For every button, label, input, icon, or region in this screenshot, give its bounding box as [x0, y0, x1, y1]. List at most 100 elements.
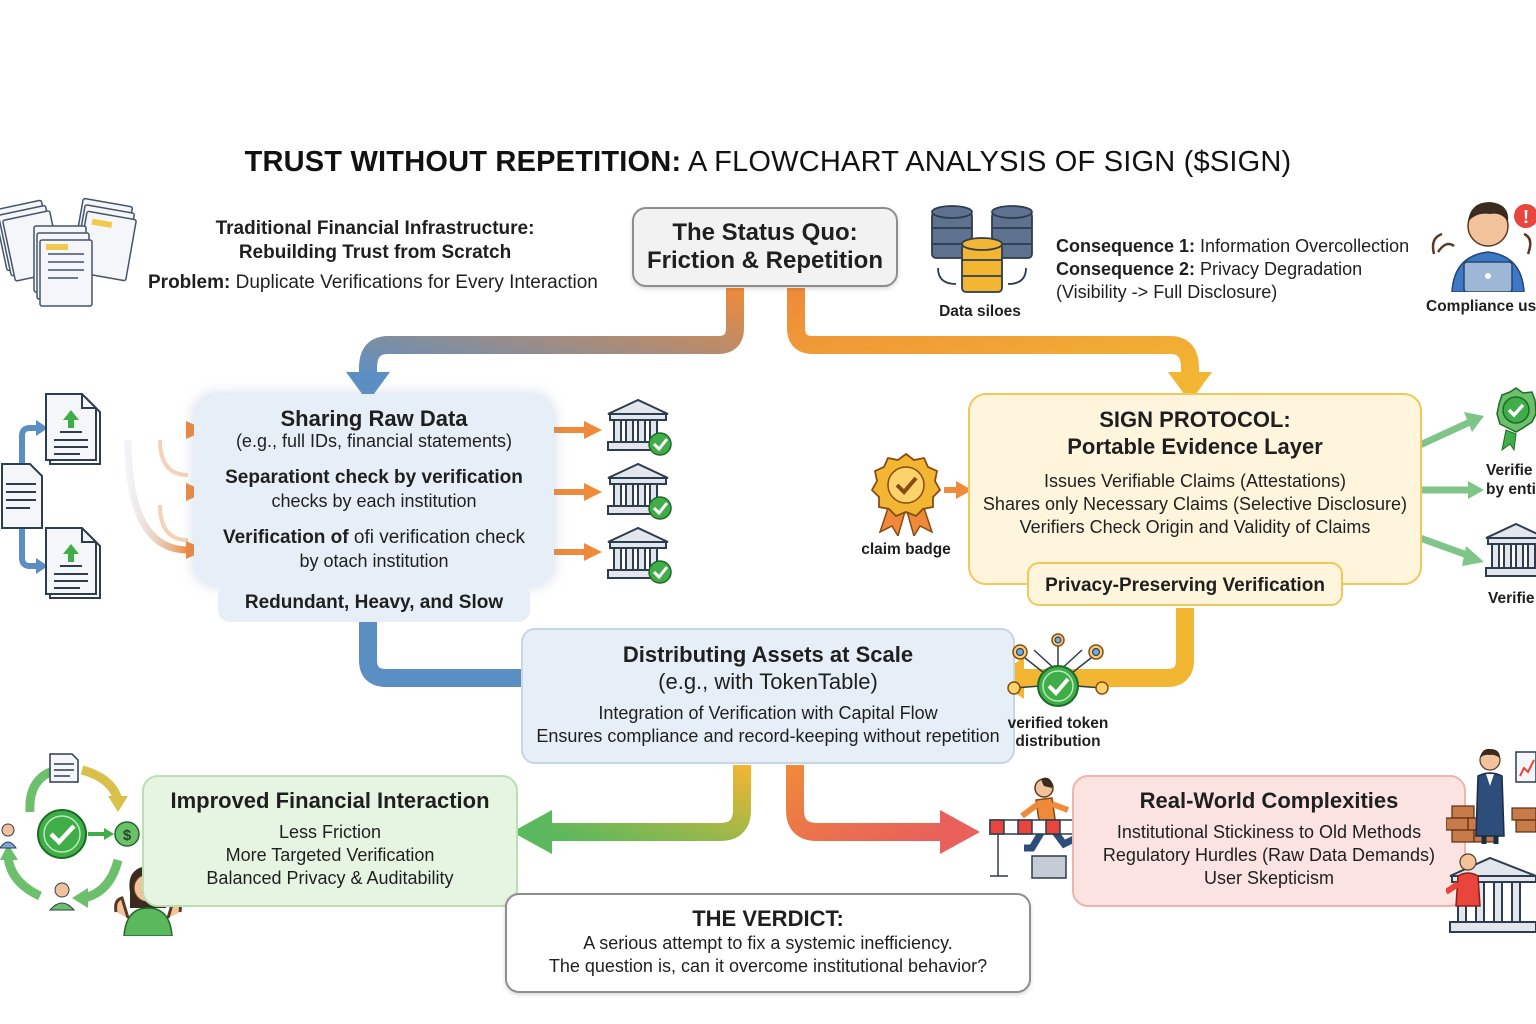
raw-data-item2-line2: by otach institution: [299, 551, 449, 571]
arrow-to-realworld: [786, 765, 944, 841]
sign-protocol-content: SIGN PROTOCOL: Portable Evidence Layer I…: [968, 406, 1422, 539]
status-quo-line2: Friction & Repetition: [647, 247, 883, 274]
problem-text: Duplicate Verifications for Every Intera…: [230, 272, 598, 293]
token-network-icon: [1007, 633, 1109, 707]
sign-protocol-title2: Portable Evidence Layer: [1067, 434, 1323, 459]
raw-data-item2-c: verification check: [373, 527, 525, 548]
real-world-line3: User Skepticism: [1203, 868, 1335, 888]
arrow-head-realworld: [940, 810, 980, 854]
problem-label: Problem:: [148, 272, 231, 293]
institution-people-icon: [1446, 748, 1536, 933]
cycle-icon: $: [0, 753, 140, 911]
arrow-sign-to-distributing: [1020, 608, 1194, 687]
real-world-content: Real-World Complexities Institutional St…: [1072, 787, 1466, 890]
bank-icon-right-edge: [1485, 522, 1536, 577]
improved-line3: Balanced Privacy & Auditability: [206, 868, 454, 888]
consequence-1-label: Consequence 1:: [1056, 236, 1196, 256]
traditional-line1: Traditional Financial Infrastructure:: [215, 218, 535, 239]
consequences-block: Consequence 1: Information Overcollectio…: [1056, 235, 1436, 304]
verifier-label-2: Verifie: [1488, 590, 1535, 607]
sign-protocol-footer: Privacy-Preserving Verification: [1027, 562, 1343, 606]
hurdle-runner-icon: [989, 777, 1096, 879]
bank-verified-icon-2: [607, 462, 672, 520]
improved-line2: More Targeted Verification: [225, 845, 435, 865]
distributing-box: [521, 628, 1015, 764]
real-world-title: Real-World Complexities: [1139, 788, 1399, 813]
token-distribution-line2: distribution: [1015, 733, 1101, 750]
raw-data-box: [194, 394, 554, 586]
arrow-head-improved: [512, 810, 552, 854]
distributing-subtitle: (e.g., with TokenTable): [658, 669, 878, 694]
traditional-line2: Rebuilding Trust from Scratch: [238, 242, 512, 263]
arrow-head-sign: [1168, 372, 1212, 402]
token-distribution-label: verified token distribution: [996, 715, 1120, 751]
token-distribution-line1: verified token: [1007, 715, 1109, 732]
consequence-1: Consequence 1: Information Overcollectio…: [1056, 235, 1436, 258]
verdict-line1: A serious attempt to fix a systemic inef…: [583, 933, 953, 953]
real-world-line2: Regulatory Hurdles (Raw Data Demands): [1102, 845, 1436, 865]
raw-data-item1-line2: checks by each institution: [271, 491, 477, 511]
verifier-label-1: Verifie by enti: [1486, 461, 1536, 499]
stressed-user-icon: !: [1431, 202, 1536, 292]
data-siloes-label: Data siloes: [939, 303, 1021, 320]
raw-data-subtitle: (e.g., full IDs, financial statements): [235, 431, 513, 451]
improved-content: Improved Financial Interaction Less Fric…: [142, 787, 518, 890]
verdict-title: THE VERDICT:: [692, 906, 844, 931]
arrow-rawdata-to-distributing: [359, 622, 548, 687]
fan-arrow-3: [124, 439, 189, 554]
arrow-statusquo-to-sign: [787, 288, 1199, 378]
raw-data-content: Sharing Raw Data (e.g., full IDs, financ…: [194, 405, 554, 573]
consequence-2-text: Privacy Degradation: [1195, 259, 1363, 279]
status-quo-line1: The Status Quo:: [672, 219, 858, 246]
improved-line1: Less Friction: [278, 822, 382, 842]
consequence-2-sub: (Visibility -> Full Disclosure): [1056, 282, 1278, 302]
database-icon: [931, 205, 1033, 293]
consequence-1-text: Information Overcollection: [1195, 236, 1410, 256]
verdict-line2: The question is, can it overcome institu…: [548, 956, 988, 976]
verifier-label-1a: Verifie: [1486, 462, 1533, 479]
doc-connector-bottom: [19, 512, 38, 569]
consequence-2-label: Consequence 2:: [1056, 259, 1196, 279]
traditional-problem: Problem: Duplicate Verifications for Eve…: [148, 271, 618, 295]
bank-verified-icon-1: [607, 398, 672, 456]
fan-arrow-4: [158, 439, 189, 477]
claim-badge-label: claim badge: [861, 541, 951, 558]
consequence-2: Consequence 2: Privacy Degradation: [1056, 258, 1436, 281]
document-upload-icon-top: [45, 393, 101, 465]
page-title: TRUST WITHOUT REPETITION: A FLOWCHART AN…: [0, 146, 1536, 179]
bank-verified-icon-3: [607, 526, 672, 584]
sign-protocol-title1: SIGN PROTOCOL:: [1099, 407, 1291, 432]
money-icon: $: [123, 827, 132, 844]
traditional-heading: Traditional Financial Infrastructure: Re…: [180, 217, 570, 265]
real-world-box: [1072, 775, 1466, 907]
sign-protocol-line1: Issues Verifiable Claims (Attestations): [1043, 471, 1347, 491]
paper-stacks-icon: [0, 197, 137, 307]
raw-data-item2-line1: Verification of ofi verification check: [194, 527, 554, 549]
verifier-label-1b: by enti: [1486, 481, 1536, 498]
claim-badge-icon: [870, 452, 942, 536]
distributing-line1: Integration of Verification with Capital…: [598, 703, 938, 723]
title-bold: TRUST WITHOUT REPETITION:: [244, 146, 682, 178]
raw-data-item2-a: Verification of: [222, 527, 354, 548]
arrow-head-rawdata: [346, 372, 390, 402]
status-quo-box: The Status Quo: Friction & Repetition: [632, 207, 898, 287]
compliance-user-label: Compliance us: [1426, 298, 1536, 315]
sign-protocol-line2: Shares only Necessary Claims (Selective …: [982, 494, 1408, 514]
raw-data-footer: Redundant, Heavy, and Slow: [218, 584, 530, 622]
sign-protocol-line3: Verifiers Check Origin and Validity of C…: [1019, 517, 1371, 537]
raw-data-item2-b: ofi: [353, 527, 374, 548]
fan-arrow-5: [158, 504, 189, 542]
distributing-title: Distributing Assets at Scale: [622, 642, 914, 667]
sign-protocol-box: [968, 393, 1422, 585]
document-icon-middle: [1, 463, 43, 529]
title-rest: A FLOWCHART ANALYSIS OF SIGN ($SIGN): [681, 146, 1292, 178]
doc-connector-top: [19, 425, 38, 482]
verified-rosette-icon: [1496, 387, 1536, 452]
arrow-to-improved: [550, 765, 751, 841]
distributing-content: Distributing Assets at Scale (e.g., with…: [521, 641, 1015, 748]
distributing-line2: Ensures compliance and record-keeping wi…: [536, 726, 1000, 746]
raw-data-title: Sharing Raw Data: [280, 406, 468, 431]
exclamation-icon: !: [1523, 207, 1529, 227]
real-world-line1: Institutional Stickiness to Old Methods: [1116, 822, 1422, 842]
